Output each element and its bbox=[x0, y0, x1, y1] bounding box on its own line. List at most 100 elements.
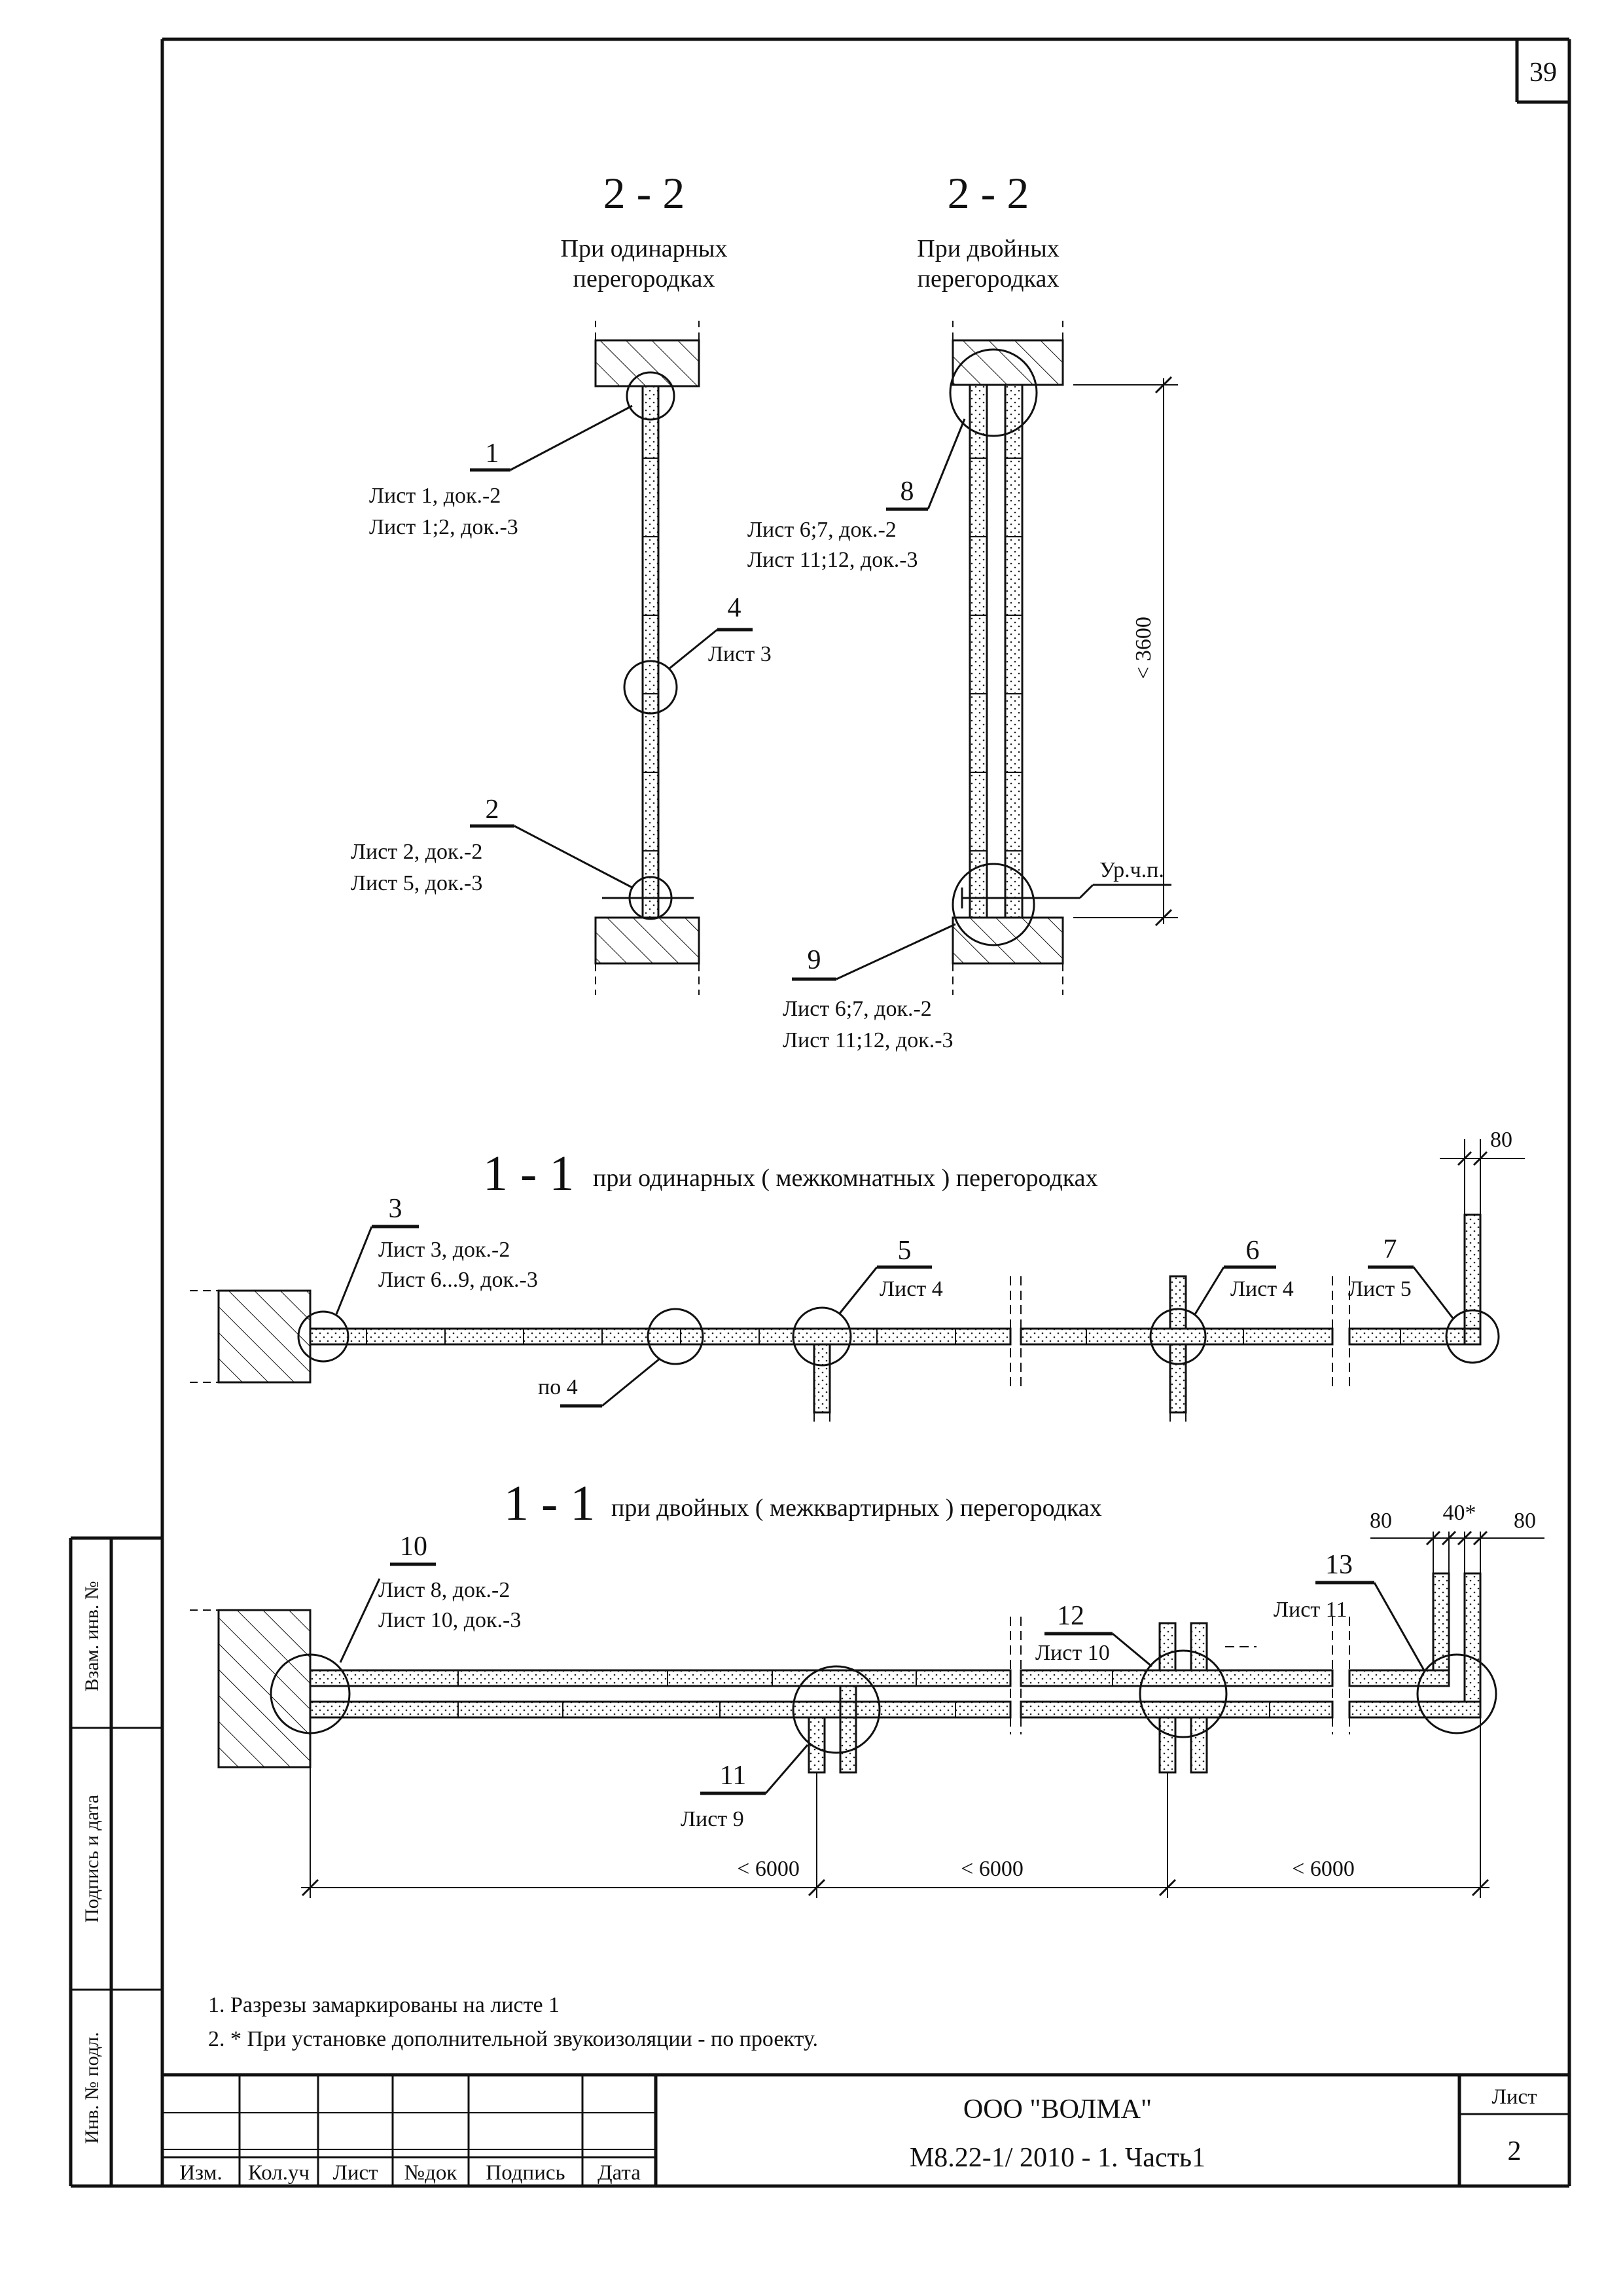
column-double bbox=[217, 1609, 312, 1768]
callout-12-line1: Лист 10 bbox=[1035, 1641, 1110, 1665]
callout-num-3: 3 bbox=[389, 1194, 402, 1224]
tb-doc-code: М8.22-1/ 2010 - 1. Часть1 bbox=[910, 2143, 1205, 2173]
double-run-upper-1 bbox=[309, 1669, 1012, 1687]
callout-num-5: 5 bbox=[898, 1236, 912, 1266]
single-wall-run-1 bbox=[309, 1327, 1012, 1346]
callout-num-11: 11 bbox=[720, 1761, 746, 1791]
column-single bbox=[217, 1289, 312, 1384]
callout-num-9: 9 bbox=[808, 945, 821, 975]
callout-circle-2 bbox=[628, 876, 673, 920]
page-number: 39 bbox=[1529, 58, 1557, 88]
floor-slab bbox=[594, 916, 700, 965]
height-dim: < 3600 bbox=[1132, 617, 1156, 679]
callout-2-line2: Лист 5, док.-3 bbox=[351, 871, 482, 895]
title-block: Изм. Кол.уч Лист №док Подпись Дата ООО "… bbox=[162, 2073, 1569, 2186]
callout-5-line1: Лист 4 bbox=[880, 1277, 943, 1301]
double-cross-down-2 bbox=[1190, 1716, 1208, 1774]
tb-sheet-number: 2 bbox=[1508, 2136, 1522, 2166]
s11-single-title-text: при одинарных ( межкомнатных ) перегород… bbox=[593, 1164, 1098, 1192]
double-cross-down-1 bbox=[1158, 1716, 1177, 1774]
s11-double-title-num: 1 - 1 bbox=[504, 1476, 595, 1531]
s11-double-dim-80-right: 80 bbox=[1514, 1509, 1536, 1533]
notes: 1. Разрезы замаркированы на листе 1 2. *… bbox=[208, 1993, 818, 2051]
callout-2-line1: Лист 2, док.-2 bbox=[351, 840, 482, 864]
callout-circle-1 bbox=[626, 371, 675, 421]
tb-sheet-label: Лист bbox=[1491, 2085, 1537, 2109]
callout-circle-13 bbox=[1416, 1653, 1497, 1734]
callout-9-line2: Лист 11;12, док.-3 bbox=[783, 1028, 954, 1052]
section-2-2-single: 2 - 2 При одинарных перегородках 1 Лист … bbox=[351, 168, 772, 995]
callout-9-line1: Лист 6;7, док.-2 bbox=[783, 997, 932, 1021]
callout-num-1: 1 bbox=[486, 439, 499, 469]
section-1-1-single: 1 - 1 при одинарных ( межкомнатных ) пер… bbox=[190, 1128, 1525, 1424]
callout-circle-4 bbox=[623, 660, 678, 715]
callout-13-line1: Лист 11 bbox=[1274, 1598, 1347, 1622]
callout-6-line1: Лист 4 bbox=[1230, 1277, 1294, 1301]
double-wall-left bbox=[969, 384, 988, 919]
tb-col-list: Лист bbox=[332, 2161, 378, 2185]
callout-4-line1: Лист 3 bbox=[708, 642, 772, 666]
s11-double-dim-40: 40* bbox=[1443, 1501, 1476, 1525]
double-wall-right bbox=[1004, 384, 1024, 919]
span-dim-1: < 6000 bbox=[737, 1857, 800, 1881]
callout-num-13: 13 bbox=[1325, 1550, 1353, 1580]
single-wall-run-3 bbox=[1348, 1327, 1482, 1346]
callout-num-2: 2 bbox=[486, 795, 499, 825]
floor-slab-double bbox=[952, 916, 1064, 965]
span-dim-3: < 6000 bbox=[1292, 1857, 1355, 1881]
s22-single-title: 2 - 2 bbox=[603, 168, 685, 218]
s11-single-title-num: 1 - 1 bbox=[483, 1146, 574, 1201]
ceiling-slab-double bbox=[952, 339, 1064, 386]
callout-8-line2: Лист 11;12, док.-3 bbox=[747, 548, 918, 572]
callout-3-line1: Лист 3, док.-2 bbox=[378, 1238, 510, 1262]
callout-circle-8 bbox=[949, 348, 1038, 437]
callout-num-4: 4 bbox=[728, 593, 741, 623]
double-run-lower-3 bbox=[1348, 1700, 1482, 1719]
note-1: 1. Разрезы замаркированы на листе 1 bbox=[208, 1993, 560, 2017]
callout-circle-5 bbox=[792, 1306, 852, 1367]
tb-col-data: Дата bbox=[597, 2161, 641, 2185]
double-corner-inner bbox=[1432, 1572, 1450, 1672]
s11-double-title-text: при двойных ( межквартирных ) перегородк… bbox=[611, 1494, 1102, 1522]
s22-double-subtitle-1: При двойных bbox=[917, 235, 1060, 262]
tb-company: ООО "ВОЛМА" bbox=[963, 2094, 1152, 2125]
double-run-lower-1 bbox=[309, 1700, 1012, 1719]
callout-num-7: 7 bbox=[1383, 1234, 1397, 1265]
double-cross-up-1 bbox=[1158, 1622, 1177, 1672]
single-cross-down bbox=[1169, 1343, 1187, 1414]
side-stamp-podpis: Подпись и дата bbox=[81, 1795, 103, 1923]
tb-col-ndok: №док bbox=[404, 2161, 458, 2185]
s22-single-subtitle-1: При одинарных bbox=[561, 235, 728, 262]
section-1-1-double: 1 - 1 при двойных ( межквартирных ) пере… bbox=[190, 1476, 1544, 1898]
callout-circle-7 bbox=[1445, 1309, 1500, 1364]
callout-11-line1: Лист 9 bbox=[681, 1807, 744, 1831]
s22-double-title: 2 - 2 bbox=[948, 168, 1029, 218]
sheet-frame bbox=[71, 37, 1571, 2188]
callout-circle-po4 bbox=[647, 1308, 704, 1365]
double-corner-outer bbox=[1463, 1572, 1482, 1703]
tb-col-kolich: Кол.уч bbox=[248, 2161, 310, 2185]
callout-num-6: 6 bbox=[1246, 1236, 1260, 1266]
page-number-box: 39 bbox=[1515, 39, 1569, 104]
span-dim-2: < 6000 bbox=[961, 1857, 1024, 1881]
double-run-upper-2 bbox=[1020, 1669, 1334, 1687]
callout-num-12: 12 bbox=[1057, 1601, 1084, 1631]
callout-circle-6 bbox=[1149, 1308, 1207, 1365]
single-t-branch bbox=[813, 1343, 831, 1414]
single-wall-section bbox=[641, 385, 660, 919]
side-stamp-inv: Инв. № подл. bbox=[81, 2032, 103, 2144]
side-stamp-vzam: Взам. инв. № bbox=[81, 1581, 103, 1691]
section-2-2-double: 2 - 2 При двойных перегородках < 3600 bbox=[747, 168, 1178, 1052]
s22-double-subtitle-2: перегородках bbox=[918, 265, 1060, 293]
callout-1-line2: Лист 1;2, док.-3 bbox=[369, 515, 518, 539]
double-t-branch-2 bbox=[839, 1685, 857, 1774]
tb-col-izm: Изм. bbox=[179, 2161, 223, 2185]
single-wall-run-2 bbox=[1020, 1327, 1334, 1346]
callout-po4: по 4 bbox=[538, 1375, 578, 1399]
callout-7-line1: Лист 5 bbox=[1348, 1277, 1412, 1301]
double-run-lower-2 bbox=[1020, 1700, 1334, 1719]
side-stamp: Взам. инв. № Подпись и дата Инв. № подл. bbox=[69, 1536, 162, 2186]
s11-single-dim-80: 80 bbox=[1490, 1128, 1512, 1152]
s11-double-dim-80-left: 80 bbox=[1370, 1509, 1392, 1533]
